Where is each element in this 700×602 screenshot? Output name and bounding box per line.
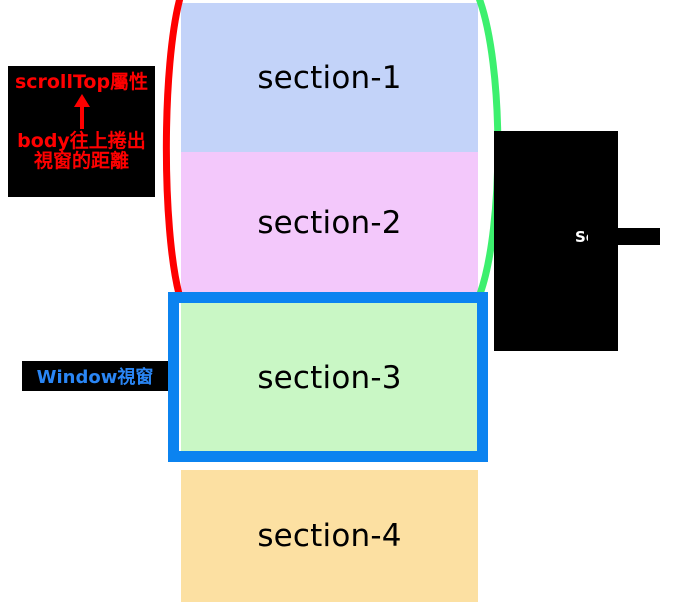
scrolltop-body-line-2: 視窗的距離	[33, 150, 129, 173]
scrolltop-title: scrollTop屬性	[14, 71, 149, 93]
up-arrow-icon	[72, 93, 92, 131]
section-1-label: section-1	[257, 59, 402, 96]
section-4-block: section-4	[181, 470, 478, 602]
window-viewport-frame	[168, 292, 488, 462]
section-2-label: section-2	[257, 204, 402, 241]
section-2-block: section-2	[181, 152, 478, 293]
scrolltop-body-line-1: body往上捲出	[17, 129, 146, 152]
section-3-block: section-3	[181, 303, 478, 452]
section-3-label: section-3	[257, 359, 402, 396]
window-annotation-box: Window視窗	[22, 361, 168, 391]
window-annotation-label: Window視窗	[36, 367, 154, 388]
right-annotation-occluder	[588, 228, 660, 245]
scrolltop-annotation-box: scrollTop屬性 body往上捲出 視窗的距離	[8, 66, 155, 197]
section-1-block: section-1	[181, 3, 478, 152]
section-4-label: section-4	[257, 518, 402, 554]
